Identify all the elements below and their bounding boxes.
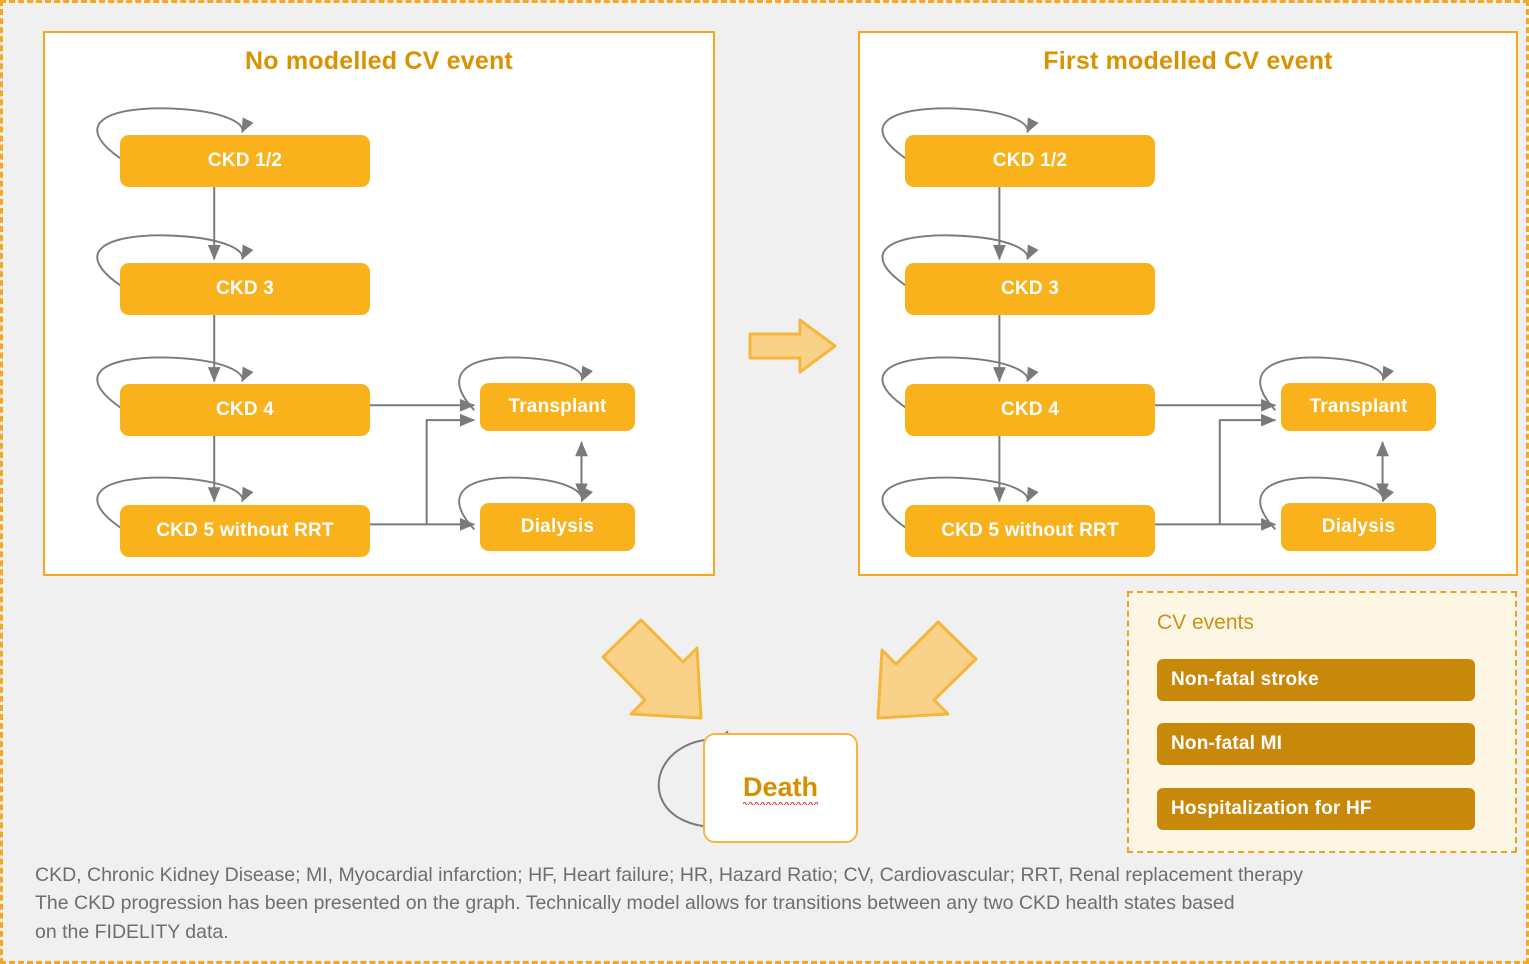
cv-event-chip-non-fatal-stroke[interactable]: Non-fatal stroke <box>1157 659 1475 701</box>
footnote-line-1: CKD, Chronic Kidney Disease; MI, Myocard… <box>35 864 1304 886</box>
footnote-line-3: on the FIDELITY data. <box>35 920 229 943</box>
panel-right-title: First modelled CV event <box>1043 47 1333 75</box>
state-label: Transplant <box>1309 395 1408 417</box>
state-label: CKD 4 <box>215 398 274 420</box>
state-box-ckd5-without-rrt[interactable]: CKD 5 without RRT <box>905 505 1155 557</box>
state-box-ckd4[interactable]: CKD 4 <box>905 384 1155 436</box>
cv-chip-label: Non-fatal stroke <box>1171 669 1319 690</box>
cv-events-legend-title: CV events <box>1157 611 1254 634</box>
state-box-ckd12[interactable]: CKD 1/2 <box>120 135 370 187</box>
cv-event-chip-non-fatal-mi[interactable]: Non-fatal MI <box>1157 723 1475 765</box>
state-label: CKD 5 without RRT <box>941 519 1119 541</box>
state-label: CKD 3 <box>1000 277 1059 299</box>
state-label: CKD 3 <box>215 277 274 299</box>
state-label: Dialysis <box>520 515 595 537</box>
state-label: Transplant <box>508 395 607 417</box>
state-box-dialysis[interactable]: Dialysis <box>1281 503 1436 551</box>
cv-chip-label: Non-fatal MI <box>1171 733 1283 754</box>
cv-events-legend: CV events Non-fatal stroke Non-fatal MI … <box>1127 591 1517 853</box>
death-label: Death <box>742 771 818 805</box>
death-node-group: Death <box>657 730 858 843</box>
footnote-line-2: The CKD progression has been presented o… <box>35 892 1235 915</box>
state-label: CKD 4 <box>1000 398 1059 420</box>
state-label: CKD 1/2 <box>207 149 283 171</box>
state-box-ckd5-without-rrt[interactable]: CKD 5 without RRT <box>120 505 370 557</box>
panel-first-modelled-cv-event: First modelled CV event <box>858 31 1518 576</box>
state-box-ckd3[interactable]: CKD 3 <box>120 263 370 315</box>
cv-chip-label: Hospitalization for HF <box>1171 798 1372 819</box>
state-label: CKD 1/2 <box>992 149 1068 171</box>
cv-event-chip-hospitalization-for-hf[interactable]: Hospitalization for HF <box>1157 788 1475 830</box>
state-label: Dialysis <box>1321 515 1396 537</box>
panel-left-title: No modelled CV event <box>245 47 513 75</box>
state-box-transplant[interactable]: Transplant <box>1281 383 1436 431</box>
state-box-ckd4[interactable]: CKD 4 <box>120 384 370 436</box>
state-label: CKD 5 without RRT <box>156 519 334 541</box>
state-box-death[interactable]: Death <box>703 733 858 843</box>
panel-no-modelled-cv-event: No modelled CV event <box>43 31 715 576</box>
state-box-ckd3[interactable]: CKD 3 <box>905 263 1155 315</box>
death-arrow-right-icon <box>876 620 978 720</box>
state-box-dialysis[interactable]: Dialysis <box>480 503 635 551</box>
footnote: CKD, Chronic Kidney Disease; MI, Myocard… <box>35 861 1485 946</box>
state-box-transplant[interactable]: Transplant <box>480 383 635 431</box>
state-box-ckd12[interactable]: CKD 1/2 <box>905 135 1155 187</box>
panel-transition-arrow-icon <box>748 318 837 374</box>
